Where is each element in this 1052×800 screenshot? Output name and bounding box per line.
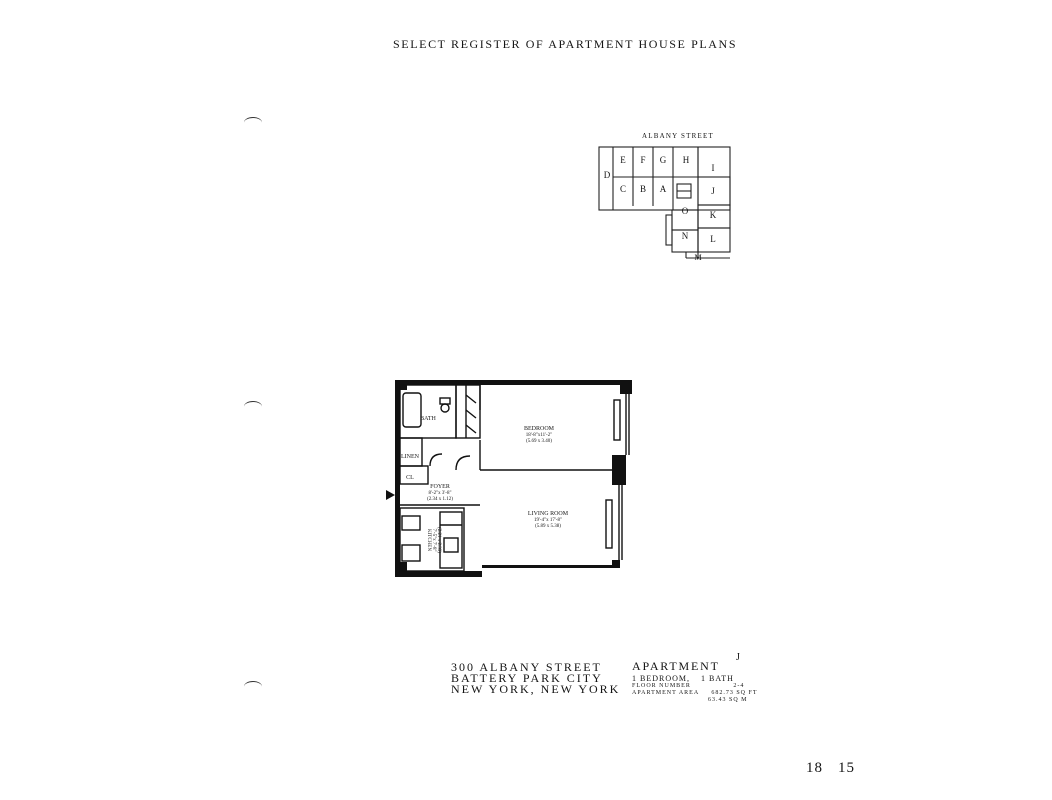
page-number-right: 15 (838, 760, 855, 776)
apartment-area-sqft: 682.73 SQ FT (711, 690, 758, 696)
bedroom-dims: 18'-8"x11'-2" (526, 433, 553, 438)
unit-label: B (640, 184, 646, 194)
bath-label: BATH (420, 416, 436, 422)
unit-label: N (682, 231, 689, 241)
foyer-label: FOYER (430, 484, 450, 490)
floor-number-label: FLOOR NUMBER (632, 683, 691, 689)
key-plan-street-label: ALBANY STREET (642, 132, 714, 140)
unit-label: M (694, 253, 701, 262)
foyer-dims: 8'-2"x 3'-8" (429, 491, 452, 496)
apartment-area-label: APARTMENT AREA (632, 690, 699, 696)
unit-label: C (620, 184, 626, 194)
living-room-metric: (5.89 x 5.38) (535, 524, 561, 529)
living-room-label: LIVING ROOM (528, 511, 569, 517)
unit-label: O (682, 206, 689, 216)
unit-label: I (712, 163, 715, 173)
unit-label: L (710, 234, 716, 244)
address-block: 300 ALBANY STREET BATTERY PARK CITY NEW … (451, 660, 621, 696)
punch-hole-mark (244, 681, 262, 692)
page-title: SELECT REGISTER OF APARTMENT HOUSE PLANS (393, 37, 738, 51)
apartment-area-sqm: 63.43 SQ M (708, 697, 748, 703)
apartment-rooms: 1 BEDROOM, (632, 674, 691, 683)
linen-label: LINEN (401, 454, 420, 460)
apartment-letter: J (736, 652, 740, 663)
punch-hole-mark (244, 117, 262, 128)
cl-label: CL (406, 475, 414, 481)
kitchen-label: KITCHEN (426, 529, 431, 551)
address-line: BATTERY PARK CITY (451, 671, 603, 685)
apartment-title: APARTMENT (632, 659, 720, 673)
unit-label: G (660, 155, 667, 165)
unit-label: H (683, 155, 690, 165)
apartment-bath: 1 BATH (701, 674, 734, 683)
floor-number-value: 2-4 (733, 683, 745, 689)
punch-hole-mark (244, 401, 262, 412)
apartment-info: APARTMENT 1 BEDROOM, 1 BATH FLOOR NUMBER… (632, 659, 758, 704)
unit-label: E (620, 155, 626, 165)
bedroom-metric: (5.69 x 3.40) (526, 439, 552, 444)
kitchen-metric: (2.21 x 2.33) (436, 527, 441, 553)
address-line: NEW YORK, NEW YORK (451, 682, 621, 696)
foyer-metric: (2.34 x 1.12) (427, 497, 453, 502)
unit-label: D (604, 170, 611, 180)
unit-label: K (710, 210, 717, 220)
page-number-left: 18 (806, 760, 823, 776)
bedroom-label: BEDROOM (524, 426, 555, 432)
floor-plan: BATH LINEN CL BEDROOM 18'-8"x11'-2" (5.6… (386, 380, 632, 577)
address-line: 300 ALBANY STREET (451, 660, 602, 674)
living-room-dims: 19'-4"x 17'-8" (534, 518, 562, 523)
kitchen-dims: 7'-5"x 7'-8" (431, 529, 436, 552)
unit-label: F (640, 155, 645, 165)
unit-label: A (660, 184, 667, 194)
unit-label: J (711, 186, 715, 196)
